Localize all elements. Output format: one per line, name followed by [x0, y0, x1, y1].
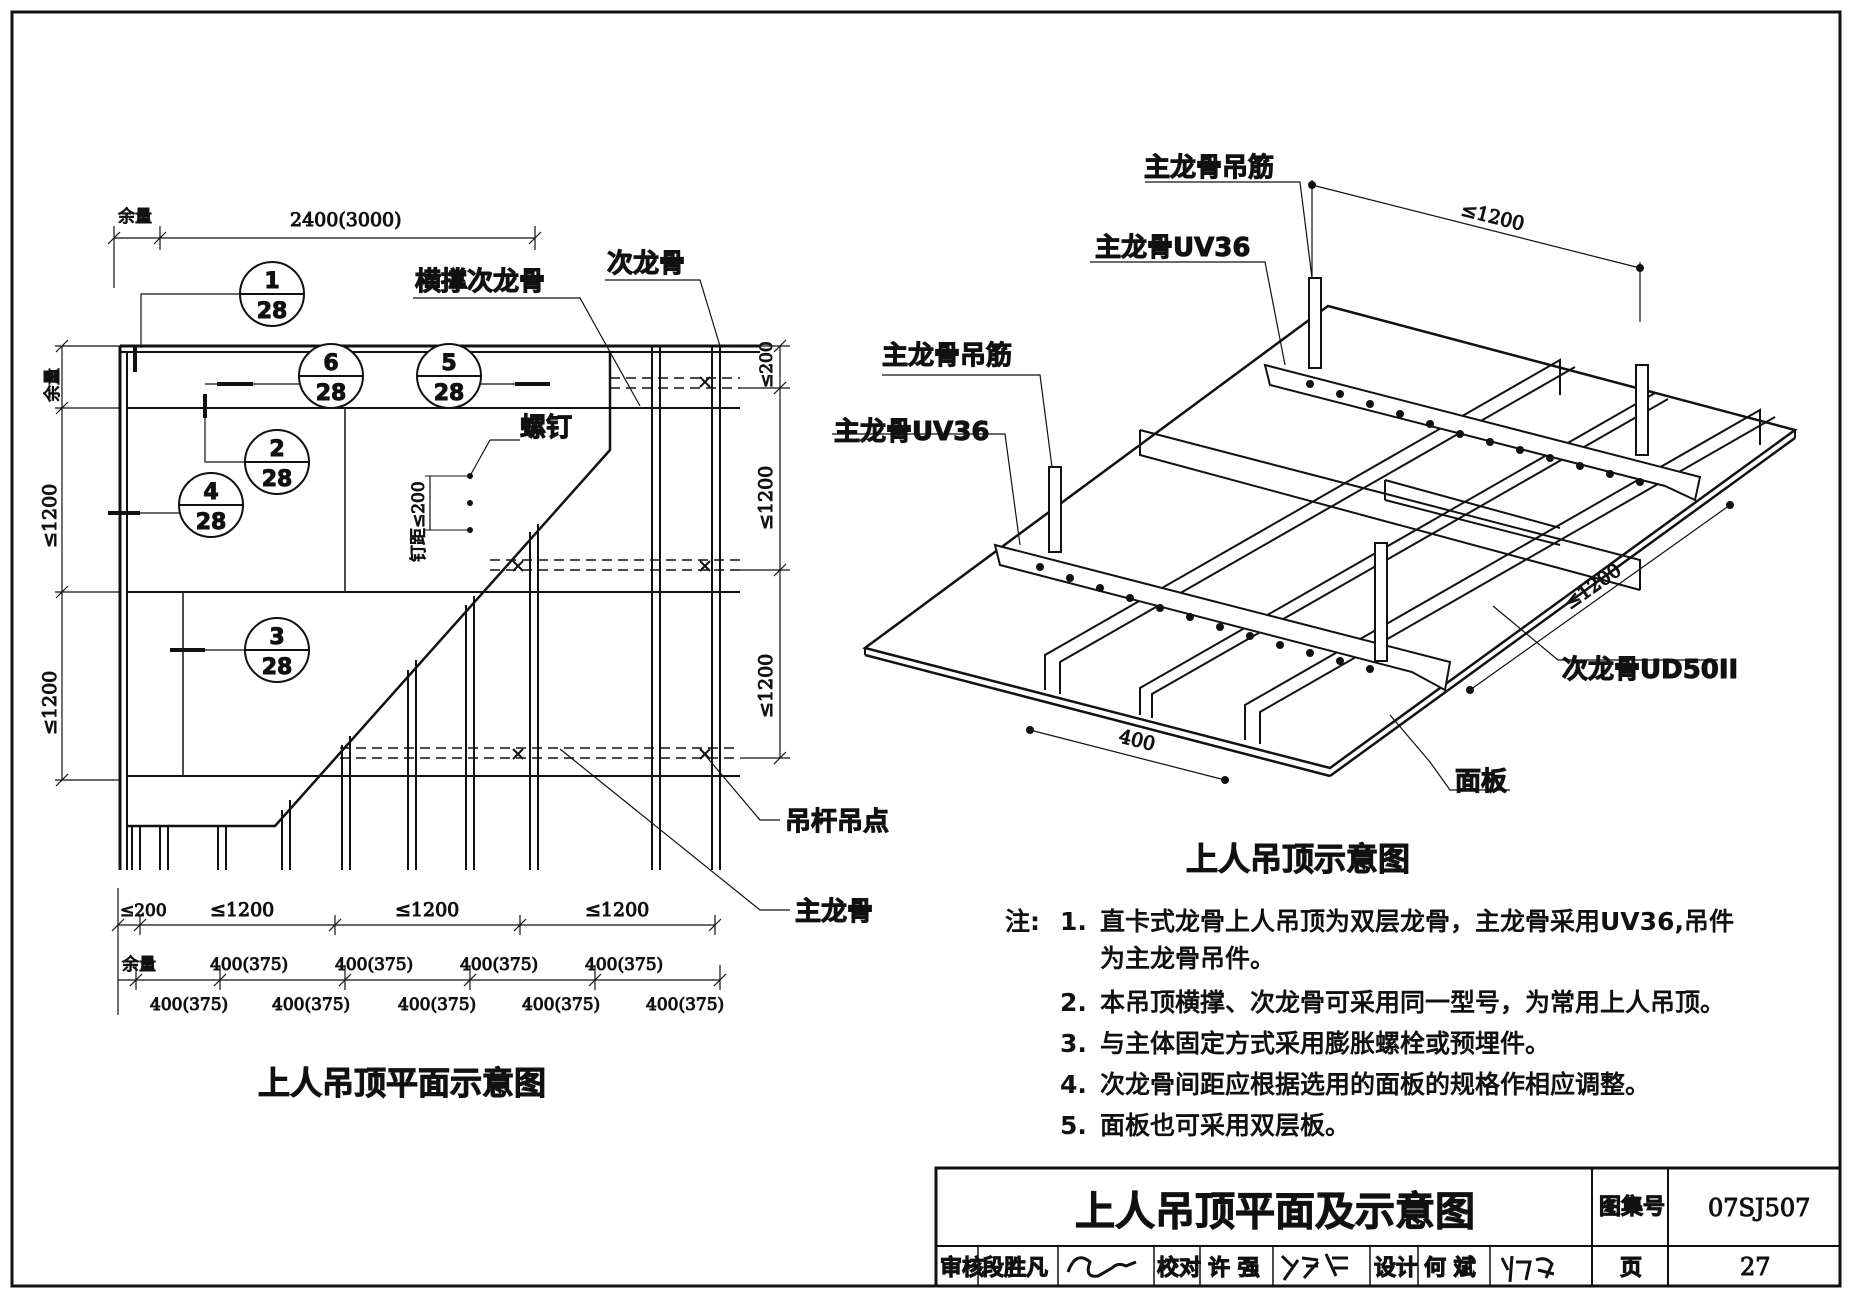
- note-text: 直卡式龙骨上人吊顶为双层龙骨，主龙骨采用UV36,吊件: [1100, 907, 1734, 936]
- callout-number: 2: [269, 437, 284, 462]
- callout-number: 1: [264, 269, 279, 294]
- note-number: 2.: [1060, 988, 1087, 1017]
- plan-dim-bottom-2: ≤1200: [395, 899, 459, 921]
- plan-dim-bottom-3: ≤1200: [585, 899, 649, 921]
- plan-dim-spacing-a: 400(375): [335, 955, 413, 975]
- iso-label-panel: 面板: [1455, 767, 1507, 797]
- note-text-cont: 为主龙骨吊件。: [1100, 944, 1275, 973]
- callout-page: 28: [196, 510, 227, 535]
- plan-dim-bottom-1: ≤1200: [210, 899, 274, 921]
- check-label: 校对: [1157, 1255, 1201, 1281]
- notes-prefix: 注:: [1005, 907, 1040, 936]
- plan-dim-right-1: ≤1200: [755, 466, 777, 530]
- iso-view: 主龙骨吊筋 主龙骨UV36 主龙骨吊筋 主龙骨UV36 次龙骨UD50II 面板…: [832, 152, 1798, 879]
- plan-dim-spacing-b: 400(375): [398, 995, 476, 1015]
- plan-dim-spacing-a: 400(375): [210, 955, 288, 975]
- page-number: 27: [1740, 1253, 1771, 1281]
- callout-number: 3: [269, 625, 284, 650]
- callout-page: 28: [434, 381, 465, 406]
- plan-dim-bottom-margin: 余量: [122, 955, 156, 975]
- plan-dim-spacing-a: 400(375): [585, 955, 663, 975]
- plan-dim-left-1: ≤1200: [39, 484, 61, 548]
- iso-dim-top: ≤1200: [1459, 199, 1527, 236]
- plan-label-screw-spacing: 钉距≤200: [409, 481, 429, 562]
- plan-dim-spacing-b: 400(375): [522, 995, 600, 1015]
- sheet-border: [10, 10, 1842, 1288]
- callout-page: 28: [262, 467, 293, 492]
- design-name: 何 斌: [1424, 1255, 1476, 1281]
- plan-dim-spacing-b: 400(375): [646, 995, 724, 1015]
- plan-dim-margin-top: 余量: [118, 207, 152, 227]
- iso-label-uv36-left: 主龙骨UV36: [834, 417, 989, 447]
- plan-dim-right-2: ≤1200: [755, 654, 777, 718]
- plan-dim-spacing-b: 400(375): [272, 995, 350, 1015]
- signature-review: [1066, 1256, 1137, 1278]
- review-label: 审核: [940, 1255, 984, 1281]
- note-text: 面板也可采用双层板。: [1100, 1111, 1350, 1140]
- note-number: 5.: [1060, 1111, 1087, 1140]
- iso-label-hanger-top: 主龙骨吊筋: [1144, 152, 1274, 183]
- note-text: 与主体固定方式采用膨胀螺栓或预埋件。: [1100, 1029, 1550, 1058]
- callout-number: 6: [323, 351, 338, 376]
- plan-dim-spacing-a: 400(375): [460, 955, 538, 975]
- plan-dim-spacing-b: 400(375): [150, 995, 228, 1015]
- check-name: 许 强: [1208, 1255, 1260, 1281]
- plan-label-screw: 螺钉: [520, 413, 572, 443]
- iso-label-hanger-left: 主龙骨吊筋: [882, 340, 1012, 371]
- plan-view: 余量 2400(3000) 横撑次龙骨 次龙骨 螺钉 钉距≤200 吊杆吊点 主…: [39, 207, 890, 1103]
- title-block-title: 上人吊顶平面及示意图: [1075, 1189, 1475, 1235]
- iso-label-uv36-top: 主龙骨UV36: [1095, 233, 1250, 263]
- signature-design: [1500, 1255, 1555, 1283]
- plan-label-hanger-point: 吊杆吊点: [785, 806, 889, 837]
- callout-page: 28: [316, 381, 347, 406]
- page-label: 页: [1620, 1256, 1642, 1281]
- notes: 注: 1. 直卡式龙骨上人吊顶为双层龙骨，主龙骨采用UV36,吊件 为主龙骨吊件…: [1005, 907, 1734, 1140]
- design-label: 设计: [1374, 1256, 1418, 1281]
- note-text: 本吊顶横撑、次龙骨可采用同一型号，为常用上人吊顶。: [1100, 988, 1725, 1017]
- plan-dim-width: 2400(3000): [290, 209, 402, 231]
- note-number: 1.: [1060, 907, 1087, 936]
- plan-dim-right-top: ≤200: [757, 341, 777, 388]
- plan-label-secondary: 次龙骨: [607, 249, 685, 279]
- note-number: 4.: [1060, 1070, 1087, 1099]
- iso-label-secondary: 次龙骨UD50II: [1562, 655, 1738, 685]
- callout-page: 28: [262, 655, 293, 680]
- plan-label-main: 主龙骨: [795, 897, 873, 927]
- atlas-number: 07SJ507: [1708, 1194, 1810, 1222]
- atlas-label: 图集号: [1599, 1194, 1665, 1220]
- plan-label-cross-brace: 横撑次龙骨: [415, 267, 545, 297]
- iso-title: 上人吊顶示意图: [1186, 840, 1410, 878]
- plan-title: 上人吊顶平面示意图: [258, 1064, 546, 1102]
- review-name: 段胜凡: [982, 1255, 1048, 1281]
- note-number: 3.: [1060, 1029, 1087, 1058]
- plan-dim-left-2: ≤1200: [39, 671, 61, 735]
- plan-dim-left-margin: 余量: [43, 368, 63, 402]
- note-text: 次龙骨间距应根据选用的面板的规格作相应调整。: [1100, 1070, 1650, 1099]
- callout-number: 4: [203, 480, 218, 505]
- callout-page: 28: [257, 299, 288, 324]
- signature-check: [1280, 1253, 1348, 1281]
- callout-number: 5: [441, 351, 456, 376]
- title-block: 上人吊顶平面及示意图 图集号 07SJ507 审核 段胜凡 校对 许 强 设计 …: [934, 1166, 1842, 1288]
- plan-dim-bottom-200: ≤200: [120, 901, 167, 921]
